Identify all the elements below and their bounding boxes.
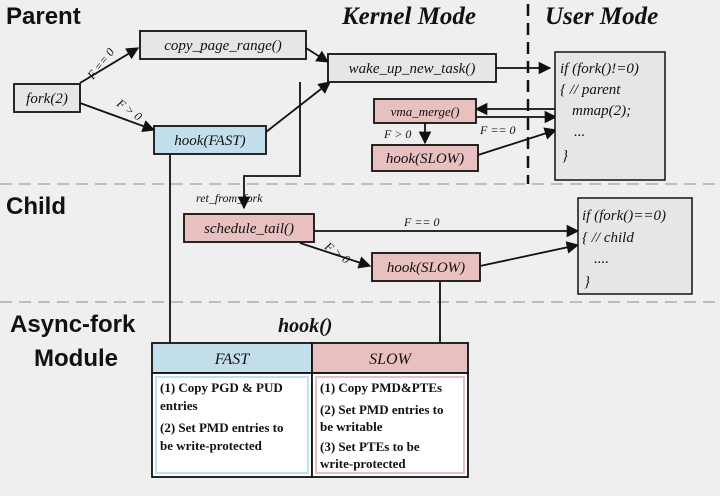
section-label-module: Module [34,345,118,372]
user-code-parent-line: ... [574,124,585,140]
user-code-parent-line: mmap(2); [572,103,631,119]
node-hook-slow-parent: hook(SLOW) [371,144,479,172]
module-slow-step: (3) Set PTEs to be [320,439,420,454]
module-slow-header: SLOW [369,351,412,368]
node-fork-label: fork(2) [26,91,68,107]
node-vma-merge: vma_merge() [373,98,477,124]
edge-label-sched-user: F == 0 [403,215,440,229]
edge-label-ret-from-fork: ret_from_fork [196,191,263,205]
module-slow-step: be writable [320,419,383,434]
module-fast-step: be write-protected [160,438,263,453]
edge-schedule-tail-to-hook-slow [299,242,372,269]
module-fast-step: (1) Copy PGD & PUD [160,380,283,395]
user-code-parent-line: } [562,148,568,164]
module-fast-column: FAST (1) Copy PGD & PUD entries (2) Set … [151,342,313,478]
user-code-child-line: } [584,274,590,290]
edge-fork-to-copy [79,47,140,84]
module-title: hook() [278,315,332,337]
node-hook-slow-parent-label: hook(SLOW) [386,151,464,167]
module-slow-column: SLOW (1) Copy PMD&PTEs (2) Set PMD entri… [311,342,469,478]
user-code-child-box: if (fork()==0) { // child .... } [577,197,693,295]
module-slow-step: (2) Set PMD entries to [320,402,443,417]
edge-label-fork-hook: F > 0 [113,96,144,124]
edge-hook-slow-child-to-user [479,241,580,267]
module-slow-step: (1) Copy PMD&PTEs [320,380,442,395]
section-label-async-fork: Async-fork [10,311,136,338]
node-hook-slow-child-label: hook(SLOW) [387,260,465,276]
node-schedule-tail-label: schedule_tail() [204,221,294,237]
edge-fork-to-hook-fast [79,102,156,133]
node-hook-slow-child: hook(SLOW) [371,252,481,282]
node-wake-up-new-task: wake_up_new_task() [327,53,497,83]
user-code-parent-line: if (fork()!=0) [560,61,639,77]
module-fast-header: FAST [214,351,250,368]
kernel-mode-label: Kernel Mode [341,3,476,30]
edge-label-vma-hook: F > 0 [383,127,411,141]
user-code-child-line: .... [594,251,609,267]
node-vma-merge-label: vma_merge() [391,104,460,119]
user-code-parent-box: if (fork()!=0) { // parent mmap(2); ... … [554,51,666,181]
module-fast-step: (2) Set PMD entries to [160,420,283,435]
edge-label-sched-hook: F > 0 [321,239,352,267]
edge-label-user-vma: F == 0 [479,123,516,137]
node-wake-up-new-task-label: wake_up_new_task() [349,61,476,77]
section-label-child: Child [6,193,66,220]
edge-hook-slow-to-user [477,127,558,156]
node-schedule-tail: schedule_tail() [183,213,315,243]
user-code-child-line: if (fork()==0) [582,208,666,224]
node-copy-page-range: copy_page_range() [139,30,307,60]
user-code-parent-line: { // parent [560,82,621,98]
user-code-child-line: { // child [582,230,634,246]
edge-copy-to-wake [305,47,330,63]
module-slow-step: write-protected [320,456,406,471]
node-fork: fork(2) [13,83,81,113]
edge-hook-fast-to-wake [265,81,331,133]
edge-wake-to-schedule-tail [237,82,301,210]
user-mode-label: User Mode [545,3,658,30]
node-hook-fast: hook(FAST) [153,125,267,155]
section-label-parent: Parent [6,3,81,30]
node-copy-page-range-label: copy_page_range() [164,38,281,54]
node-hook-fast-label: hook(FAST) [174,133,245,149]
module-fast-step: entries [160,398,198,413]
